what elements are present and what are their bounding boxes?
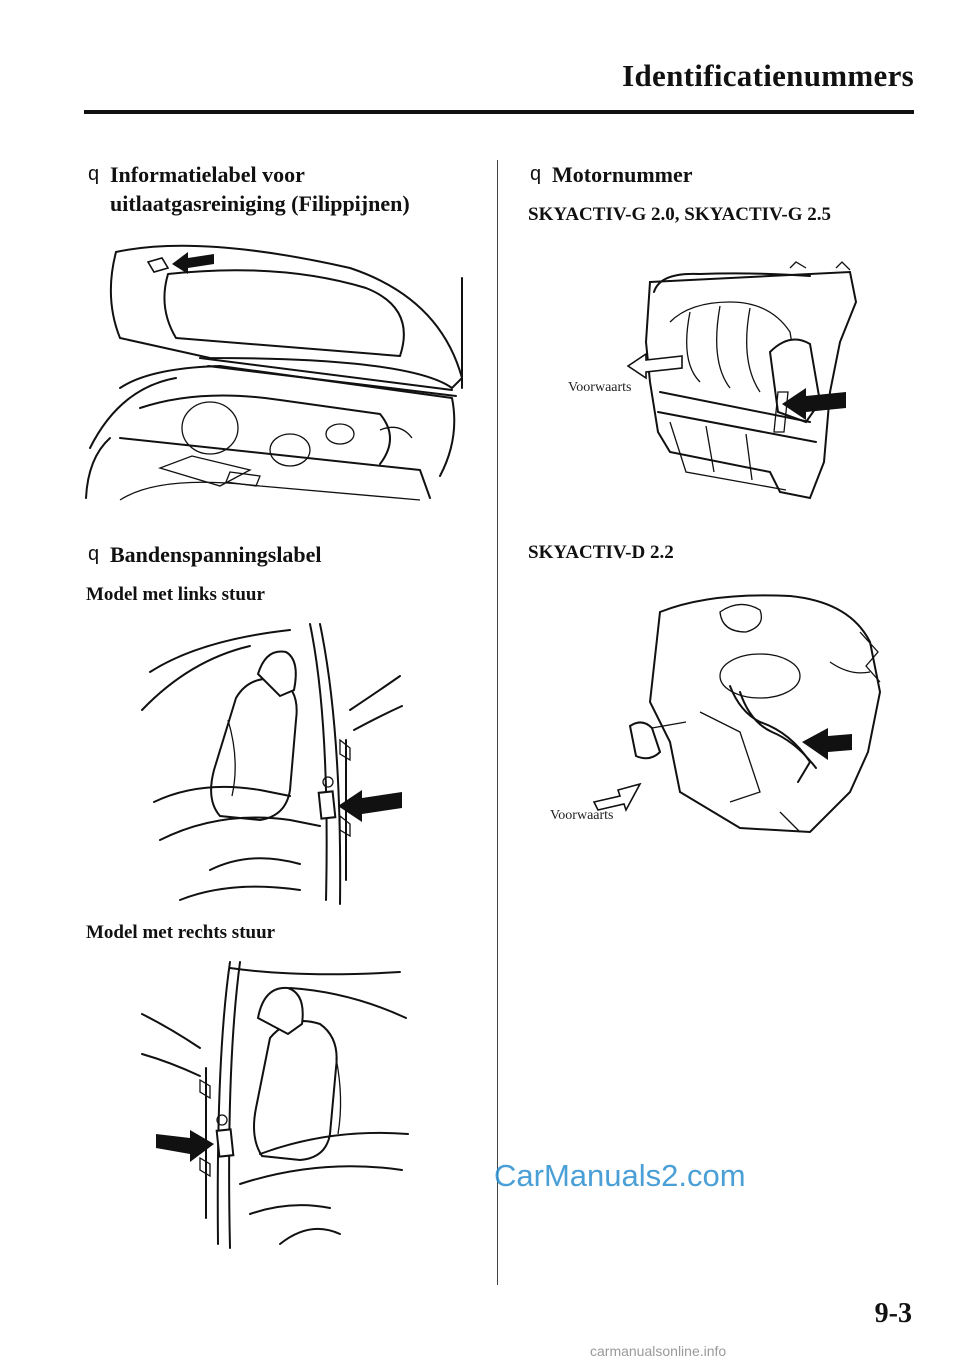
emission-label-title-line2: uitlaatgasreiniging (Filippijnen): [110, 191, 410, 216]
diesel-forward-label: Voorwaarts: [550, 808, 614, 823]
bullet-icon: q: [88, 543, 100, 565]
bullet-icon: q: [88, 163, 100, 185]
page-number: 9-3: [874, 1298, 912, 1329]
diesel-engine-illustration: [592, 594, 882, 834]
tire-label-heading: q Bandenspanningslabel: [88, 540, 322, 569]
site-watermark: carmanualsonline.info: [590, 1343, 727, 1359]
emission-label-heading: q Informatielabel voor uitlaatgasreinigi…: [88, 160, 410, 218]
tire-label-title: Bandenspanningslabel: [110, 542, 322, 567]
header-rule: [84, 110, 914, 114]
petrol-engine-illustration: [626, 261, 858, 500]
rhd-subheading: Model met rechts stuur: [86, 922, 276, 943]
lhd-door-pillar-illustration: [141, 623, 403, 905]
engine-number-heading: q Motornummer: [530, 160, 693, 189]
diesel-engine-subheading: SKYACTIV-D 2.2: [528, 542, 674, 563]
page-title: Identificatienummers: [622, 58, 914, 93]
engine-number-title: Motornummer: [552, 162, 693, 187]
bullet-icon: q: [530, 163, 542, 185]
open-hood-illustration: [85, 244, 464, 501]
petrol-engine-subheading: SKYACTIV-G 2.0, SKYACTIV-G 2.5: [528, 204, 831, 225]
petrol-forward-label: Voorwaarts: [568, 380, 632, 395]
column-divider: [497, 160, 498, 1285]
watermark: CarManuals2.com: [494, 1158, 746, 1193]
lhd-subheading: Model met links stuur: [86, 584, 265, 605]
emission-label-title-line1: Informatielabel voor: [110, 162, 305, 187]
rhd-door-pillar-illustration: [141, 961, 409, 1249]
